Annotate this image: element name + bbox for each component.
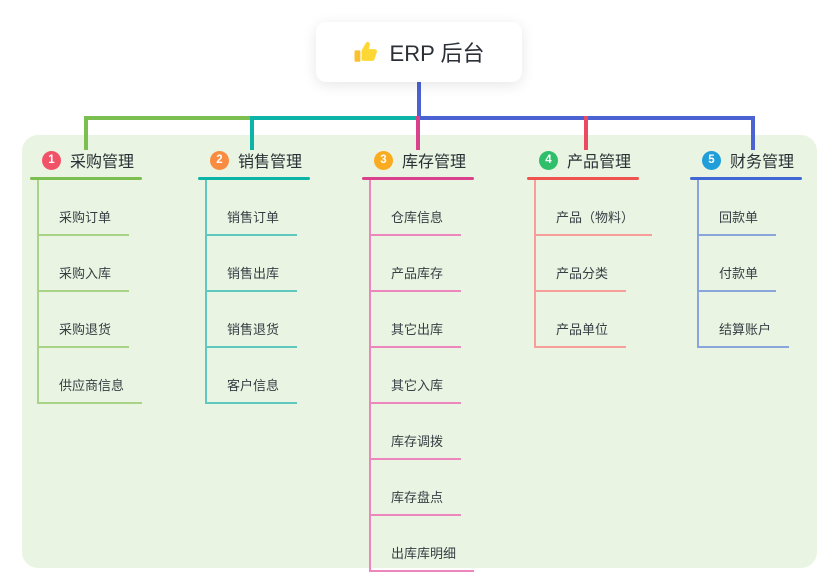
branch-underline — [198, 177, 310, 180]
connector-root-stem — [417, 80, 421, 118]
branch-underline — [690, 177, 802, 180]
mindmap-node[interactable]: 销售出库 — [207, 236, 298, 292]
mindmap-node[interactable]: 销售订单 — [207, 180, 298, 236]
branch-header-product[interactable]: 4 产品管理 — [527, 147, 652, 173]
branch-children: 产品（物料） 产品分类 产品单位 — [534, 180, 653, 348]
mindmap-node[interactable]: 采购订单 — [39, 180, 130, 236]
branch-label: 产品管理 — [567, 154, 632, 171]
badge-2: 2 — [210, 150, 229, 170]
branch-underline — [30, 177, 142, 180]
root-node[interactable]: ERP 后台 — [316, 22, 522, 82]
mindmap-node[interactable]: 仓库信息 — [371, 180, 462, 236]
branch-underline — [527, 177, 639, 180]
branch-children: 仓库信息 产品库存 其它出库 其它入库 库存调拨 库存盘点 出库库明细 — [369, 180, 475, 572]
mindmap-node[interactable]: 其它出库 — [371, 292, 462, 348]
mindmap-node[interactable]: 库存盘点 — [371, 460, 462, 516]
connector-horizontal-green — [84, 116, 252, 120]
branch-children: 采购订单 采购入库 采购退货 供应商信息 — [37, 180, 143, 404]
mindmap-node[interactable]: 回款单 — [699, 180, 777, 236]
connector-drop-product — [584, 116, 588, 150]
branch-label: 采购管理 — [70, 154, 135, 171]
mindmap-node[interactable]: 采购退货 — [39, 292, 130, 348]
connector-horizontal-teal — [250, 116, 418, 120]
badge-5: 5 — [702, 150, 721, 170]
mindmap-node[interactable]: 产品（物料） — [536, 180, 653, 236]
branch-finance-management: 5 财务管理 回款单 付款单 结算账户 — [690, 147, 802, 348]
branch-label: 销售管理 — [238, 154, 303, 171]
mindmap-node[interactable]: 采购入库 — [39, 236, 130, 292]
mindmap-node[interactable]: 结算账户 — [699, 292, 790, 348]
branch-sales-management: 2 销售管理 销售订单 销售出库 销售退货 客户信息 — [198, 147, 310, 404]
branch-header-purchase[interactable]: 1 采购管理 — [30, 147, 142, 173]
branch-product-management: 4 产品管理 产品（物料） 产品分类 产品单位 — [527, 147, 653, 348]
thumbs-up-icon — [354, 41, 377, 62]
branch-header-inventory[interactable]: 3 库存管理 — [362, 147, 474, 173]
branch-header-sales[interactable]: 2 销售管理 — [198, 147, 310, 173]
branch-children: 回款单 付款单 结算账户 — [697, 180, 790, 348]
mindmap-node[interactable]: 产品单位 — [536, 292, 627, 348]
connector-drop-sales — [250, 116, 254, 150]
mindmap-node[interactable]: 付款单 — [699, 236, 777, 292]
branch-label: 库存管理 — [402, 154, 467, 171]
mindmap-node[interactable]: 供应商信息 — [39, 348, 143, 404]
branch-inventory-management: 3 库存管理 仓库信息 产品库存 其它出库 其它入库 库存调拨 库存盘点 出库库… — [362, 147, 475, 572]
mindmap-node[interactable]: 销售退货 — [207, 292, 298, 348]
connector-drop-inventory — [416, 116, 420, 150]
mindmap-node[interactable]: 其它入库 — [371, 348, 462, 404]
branch-underline — [362, 177, 474, 180]
root-node-label: ERP 后台 — [389, 41, 485, 66]
badge-4: 4 — [539, 150, 558, 170]
branch-header-finance[interactable]: 5 财务管理 — [690, 147, 802, 173]
badge-1: 1 — [42, 150, 61, 170]
connector-drop-purchase — [84, 116, 88, 150]
connector-drop-finance — [751, 116, 755, 150]
branch-label: 财务管理 — [730, 154, 795, 171]
mindmap-node[interactable]: 产品库存 — [371, 236, 462, 292]
badge-3: 3 — [374, 150, 393, 170]
mindmap-node[interactable]: 产品分类 — [536, 236, 627, 292]
mindmap-node[interactable]: 库存调拨 — [371, 404, 462, 460]
mindmap-node[interactable]: 出库库明细 — [371, 516, 475, 572]
branch-purchase-management: 1 采购管理 采购订单 采购入库 采购退货 供应商信息 — [30, 147, 143, 404]
branch-children: 销售订单 销售出库 销售退货 客户信息 — [205, 180, 298, 404]
mindmap-node[interactable]: 客户信息 — [207, 348, 298, 404]
mindmap-panel — [22, 135, 817, 568]
